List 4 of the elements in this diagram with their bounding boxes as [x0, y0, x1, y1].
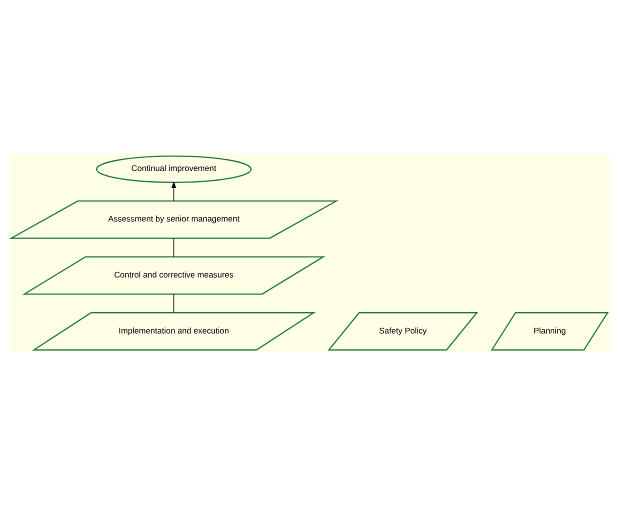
node-ellipse: Continual improvement: [96, 154, 252, 183]
arrow: [171, 180, 176, 201]
connector: [173, 293, 174, 313]
connector: [173, 238, 174, 257]
